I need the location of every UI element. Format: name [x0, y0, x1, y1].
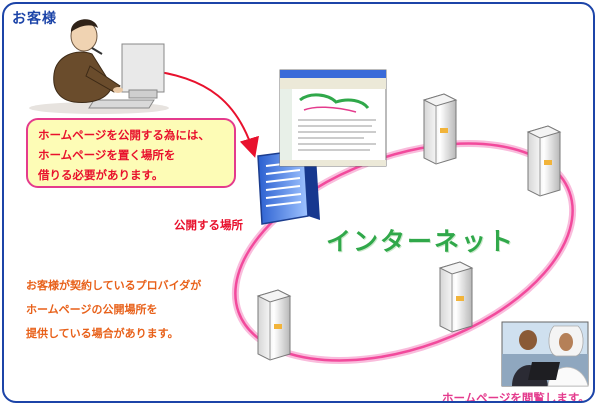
- server-place-label: 公開する場所: [174, 218, 243, 232]
- businessman-icon: [29, 19, 169, 114]
- callout-line: ホームページを公開する為には、: [38, 128, 210, 142]
- arrow-icon: [143, 69, 259, 158]
- callout-line: 借りる必要があります。: [38, 168, 164, 182]
- server-icon: [526, 125, 562, 197]
- provider-note-line: お客様が契約しているプロバイダが: [26, 279, 202, 292]
- internet-label: インターネット: [326, 227, 516, 256]
- diagram-art: [29, 19, 589, 387]
- viewers-photo-icon: [501, 321, 589, 387]
- browser-window-icon: [279, 69, 387, 167]
- server-icon: [422, 93, 458, 165]
- callout-line: ホームページを置く場所を: [38, 148, 176, 162]
- provider-note-line: ホームページの公開場所を: [26, 303, 158, 316]
- callout-box: ホームページを公開する為には、 ホームページを置く場所を 借りる必要があります。: [26, 118, 236, 188]
- diagram-frame: お客様 ホームページを公開する為には、 ホームページを置く場所を 借りる必要があ…: [2, 2, 595, 403]
- provider-note: お客様が契約しているプロバイダが ホームページの公開場所を 提供している場合があ…: [26, 274, 201, 346]
- provider-note-line: 提供している場合があります。: [26, 327, 179, 340]
- server-icon: [256, 289, 292, 361]
- customer-label: お客様: [12, 11, 57, 27]
- server-icon: [438, 261, 474, 333]
- browse-label: ホームページを閲覧します。: [442, 391, 590, 403]
